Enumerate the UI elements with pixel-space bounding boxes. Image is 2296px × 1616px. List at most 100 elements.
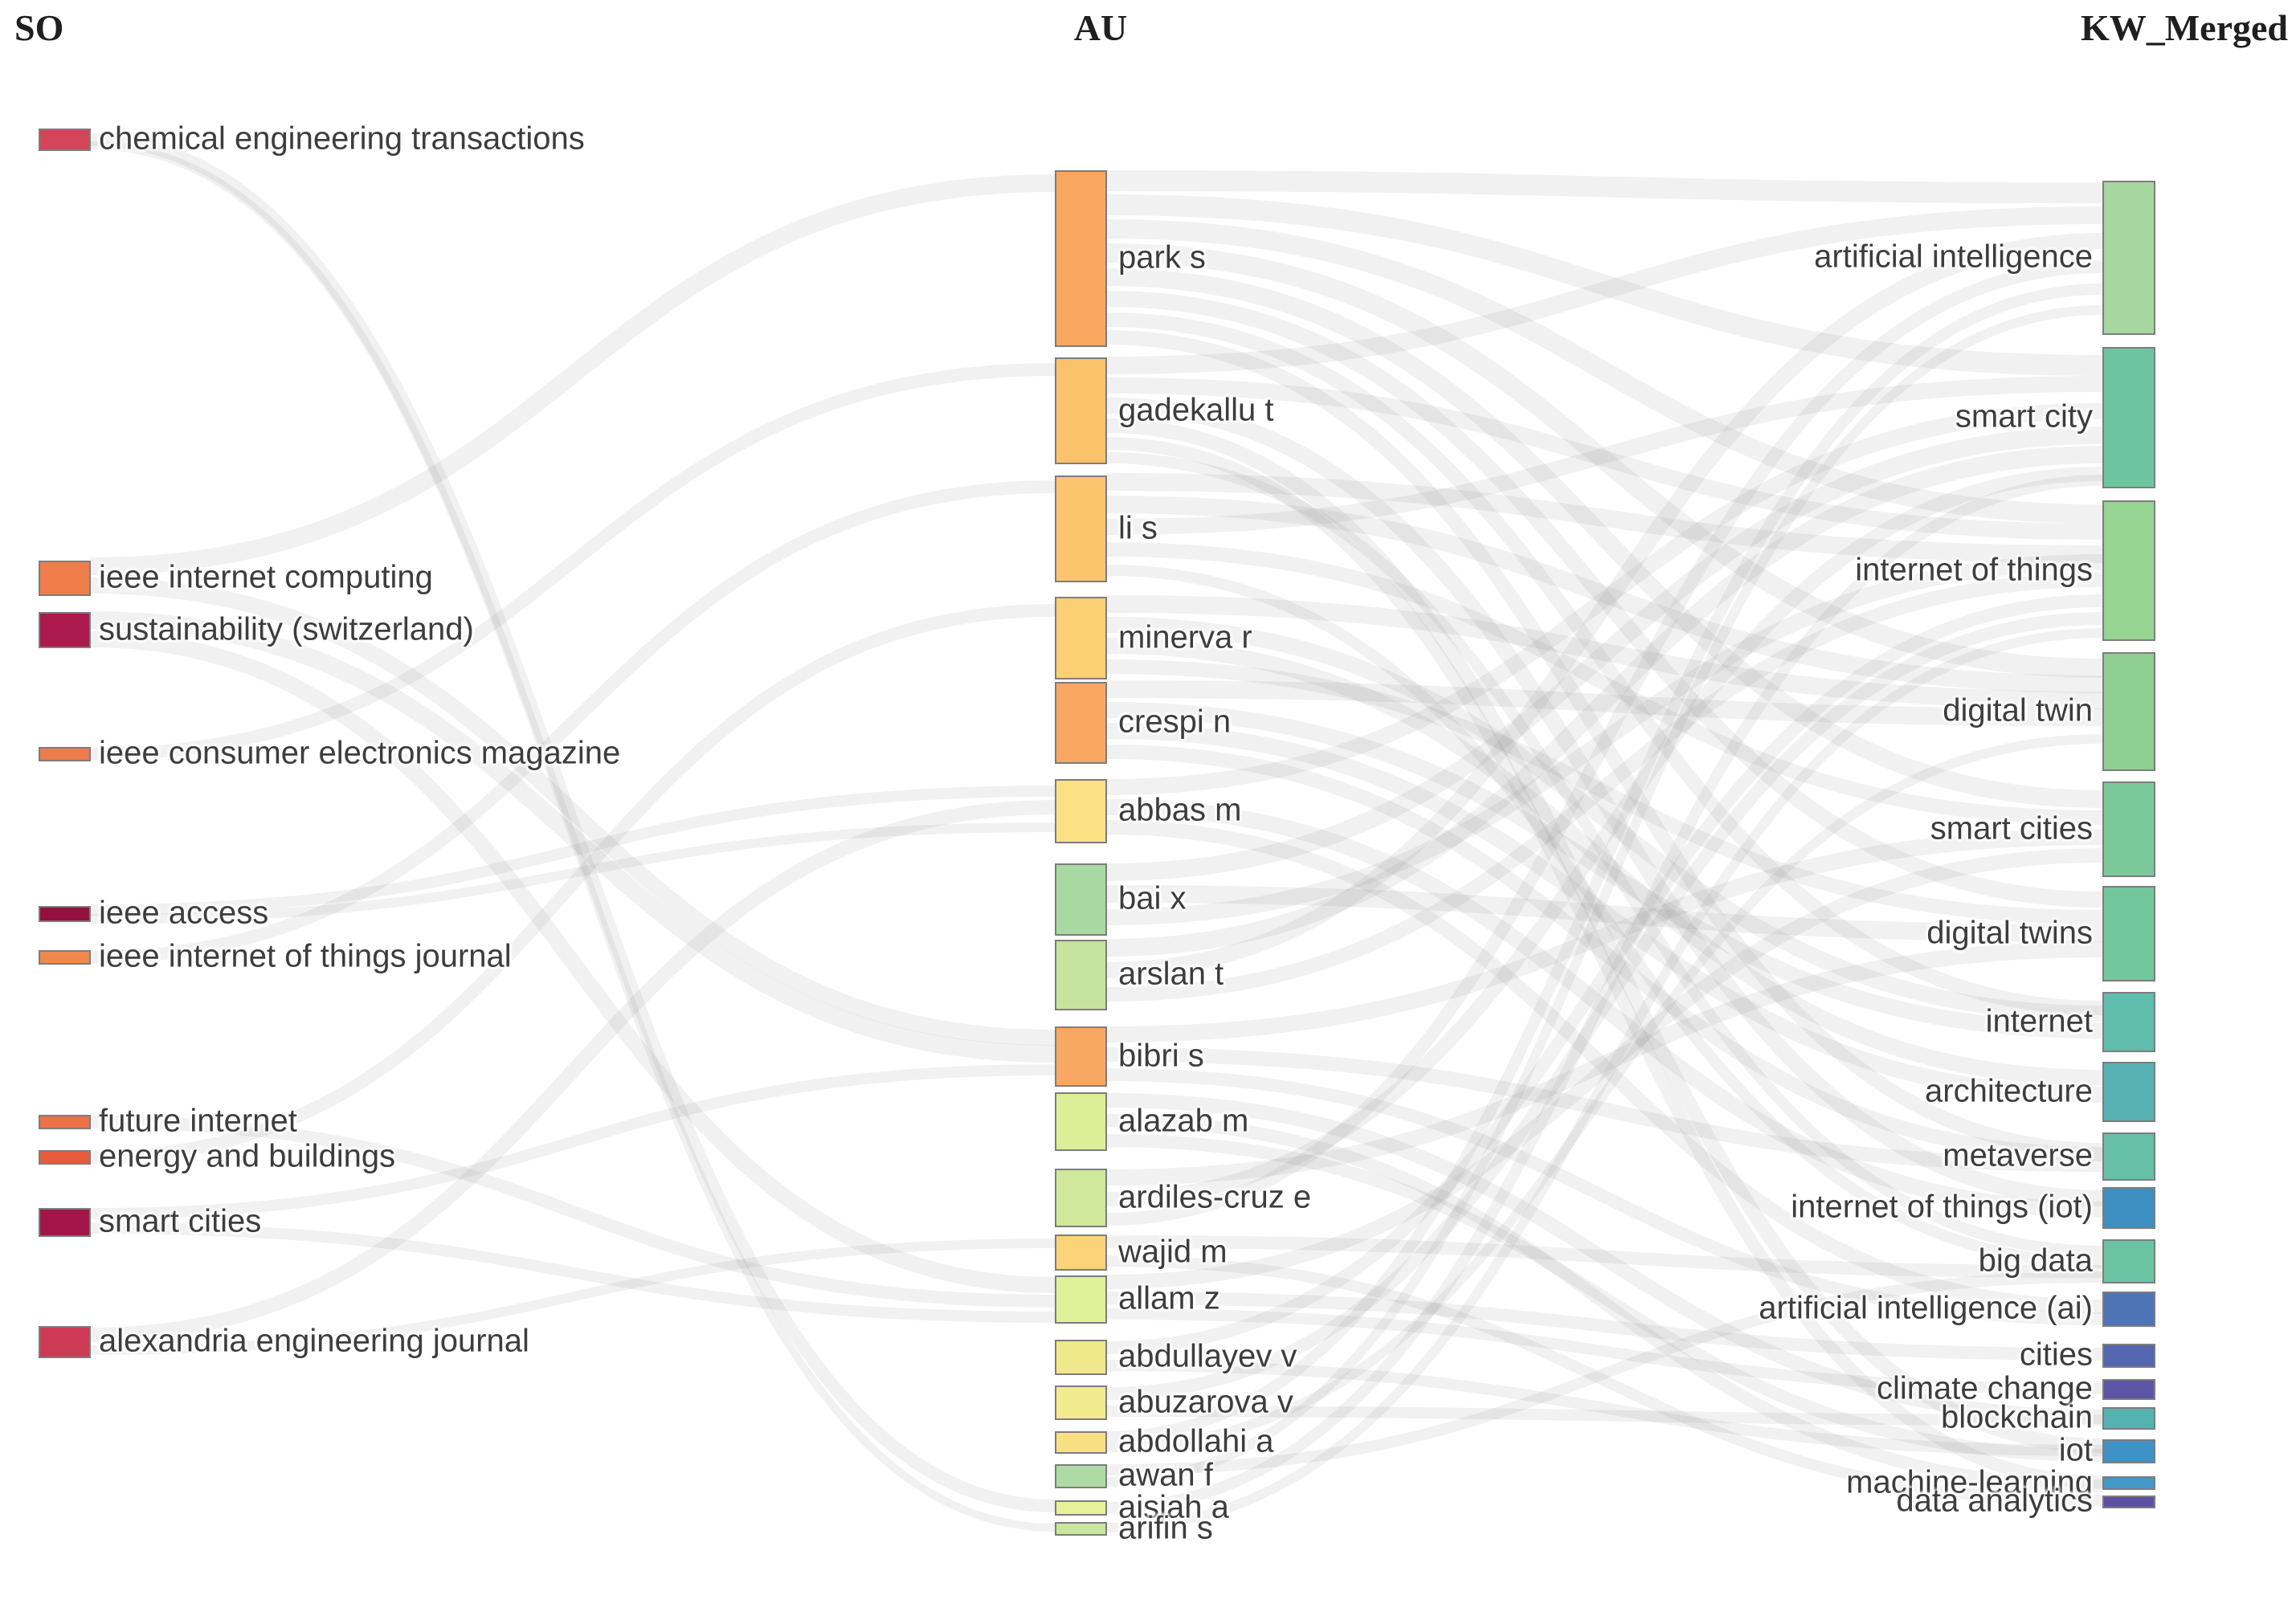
flow-link[interactable] bbox=[1106, 243, 2103, 678]
flow-link[interactable] bbox=[1106, 496, 2103, 693]
au-node-allam-z[interactable] bbox=[1055, 1275, 1107, 1324]
so-node-ieee-internet-of-things-journal[interactable] bbox=[39, 950, 91, 965]
kw-node-artificial-intelligence-ai[interactable] bbox=[2102, 1292, 2155, 1327]
flow-link[interactable] bbox=[90, 174, 1056, 575]
flow-link[interactable] bbox=[1106, 305, 2103, 1487]
kw-node-smart-cities[interactable] bbox=[2102, 781, 2155, 877]
au-node-abdullayev-v[interactable] bbox=[1055, 1340, 1107, 1375]
flow-link[interactable] bbox=[1106, 594, 2103, 1354]
kw-node-metaverse[interactable] bbox=[2102, 1132, 2155, 1181]
flow-link[interactable] bbox=[90, 141, 1056, 1532]
flow-link[interactable] bbox=[1106, 1360, 2103, 1456]
au-node-abbas-m[interactable] bbox=[1055, 779, 1107, 843]
flow-link[interactable] bbox=[90, 604, 1056, 1164]
flow-link[interactable] bbox=[1106, 312, 2103, 1015]
flow-link[interactable] bbox=[1106, 1235, 2103, 1278]
flow-link[interactable] bbox=[1106, 745, 2103, 1161]
kw-node-digital-twin[interactable] bbox=[2102, 652, 2155, 771]
flow-link[interactable] bbox=[90, 577, 1056, 1046]
au-node-crespi-n[interactable] bbox=[1055, 682, 1107, 764]
flow-link[interactable] bbox=[1106, 638, 2103, 1086]
so-node-smart-cities[interactable] bbox=[39, 1208, 91, 1237]
kw-node-smart-city[interactable] bbox=[2102, 347, 2155, 488]
au-node-bai-x[interactable] bbox=[1055, 863, 1107, 936]
au-node-ardiles-cruz-e[interactable] bbox=[1055, 1169, 1107, 1227]
flow-link[interactable] bbox=[90, 611, 1056, 1063]
so-node-sustainability-switzerland[interactable] bbox=[39, 612, 91, 648]
kw-node-cities[interactable] bbox=[2102, 1344, 2155, 1368]
flow-link[interactable] bbox=[1106, 820, 2103, 1314]
au-node-alazab-m[interactable] bbox=[1055, 1092, 1107, 1151]
kw-node-digital-twins[interactable] bbox=[2102, 886, 2155, 981]
kw-node-internet-of-things[interactable] bbox=[2102, 500, 2155, 641]
flow-link[interactable] bbox=[1106, 260, 2103, 1226]
flow-link[interactable] bbox=[1106, 617, 2103, 1022]
flow-link[interactable] bbox=[1106, 1292, 2103, 1361]
flow-link[interactable] bbox=[1106, 403, 2103, 795]
flow-link[interactable] bbox=[1106, 219, 2103, 524]
flow-link[interactable] bbox=[1106, 659, 2103, 924]
flow-link[interactable] bbox=[1106, 799, 2103, 1218]
au-node-aisjah-a[interactable] bbox=[1055, 1500, 1107, 1516]
au-node-abuzarova-v[interactable] bbox=[1055, 1385, 1107, 1420]
so-node-ieee-consumer-electronics-magazine[interactable] bbox=[39, 747, 91, 761]
flow-link[interactable] bbox=[1106, 595, 2103, 709]
flow-link[interactable] bbox=[1106, 1114, 2103, 1492]
flow-link[interactable] bbox=[90, 1222, 1056, 1323]
au-node-wajid-m[interactable] bbox=[1055, 1234, 1107, 1271]
flow-link[interactable] bbox=[1106, 437, 2103, 1488]
au-node-arifin-s[interactable] bbox=[1055, 1522, 1107, 1536]
flow-link[interactable] bbox=[1106, 194, 2103, 376]
flow-link[interactable] bbox=[1106, 573, 2103, 1002]
flow-link[interactable] bbox=[1106, 542, 2103, 825]
so-node-energy-and-buildings[interactable] bbox=[39, 1150, 91, 1165]
kw-node-big-data[interactable] bbox=[2102, 1239, 2155, 1283]
flow-link[interactable] bbox=[1106, 467, 2103, 1206]
kw-node-data-analytics[interactable] bbox=[2102, 1496, 2155, 1508]
flow-link[interactable] bbox=[1106, 452, 2103, 1257]
kw-node-architecture[interactable] bbox=[2102, 1062, 2155, 1122]
flow-link[interactable] bbox=[1106, 702, 2103, 1039]
au-node-awan-f[interactable] bbox=[1055, 1464, 1107, 1488]
flow-link[interactable] bbox=[1106, 829, 2103, 1043]
flow-link[interactable] bbox=[1106, 233, 2103, 978]
flow-link[interactable] bbox=[1106, 376, 2103, 535]
flow-link[interactable] bbox=[1106, 377, 2103, 540]
so-node-chemical-engineering-transactions[interactable] bbox=[39, 129, 91, 151]
flow-link[interactable] bbox=[1106, 1406, 2103, 1426]
flow-link[interactable] bbox=[1106, 1271, 2103, 1475]
flow-link[interactable] bbox=[90, 1116, 1056, 1308]
flow-link[interactable] bbox=[1106, 734, 2103, 1452]
au-node-park-s[interactable] bbox=[1055, 170, 1107, 347]
flow-link[interactable] bbox=[1106, 848, 2103, 1289]
au-node-arslan-t[interactable] bbox=[1055, 940, 1107, 1010]
kw-node-internet[interactable] bbox=[2102, 992, 2155, 1052]
kw-node-artificial-intelligence[interactable] bbox=[2102, 181, 2155, 335]
flow-link[interactable] bbox=[1106, 612, 2103, 1400]
flow-link[interactable] bbox=[1106, 680, 2103, 726]
flow-link[interactable] bbox=[1106, 291, 2103, 908]
so-node-future-internet[interactable] bbox=[39, 1115, 91, 1129]
au-node-minerva-r[interactable] bbox=[1055, 597, 1107, 679]
flow-link[interactable] bbox=[1106, 206, 2103, 374]
flow-link[interactable] bbox=[1106, 398, 2103, 1206]
flow-link[interactable] bbox=[1106, 268, 2103, 808]
flow-link[interactable] bbox=[1106, 1047, 2103, 1172]
kw-node-internet-of-things-iot[interactable] bbox=[2102, 1187, 2155, 1229]
flow-link[interactable] bbox=[1106, 446, 2103, 957]
flow-link[interactable] bbox=[90, 786, 1056, 916]
au-node-li-s[interactable] bbox=[1055, 475, 1107, 582]
flow-link[interactable] bbox=[1106, 1255, 2103, 1506]
flow-link[interactable] bbox=[90, 1239, 1056, 1355]
so-node-ieee-internet-computing[interactable] bbox=[39, 561, 91, 596]
kw-node-climate-change[interactable] bbox=[2102, 1379, 2155, 1400]
flow-link[interactable] bbox=[1106, 1068, 2103, 1325]
so-node-ieee-access[interactable] bbox=[39, 906, 91, 922]
au-node-abdollahi-a[interactable] bbox=[1055, 1431, 1107, 1454]
au-node-bibri-s[interactable] bbox=[1055, 1026, 1107, 1087]
flow-link[interactable] bbox=[90, 480, 1056, 964]
flow-link[interactable] bbox=[1106, 284, 2103, 1443]
flow-link[interactable] bbox=[90, 822, 1056, 924]
flow-link[interactable] bbox=[1106, 426, 2103, 881]
au-node-gadekallu-t[interactable] bbox=[1055, 357, 1107, 464]
